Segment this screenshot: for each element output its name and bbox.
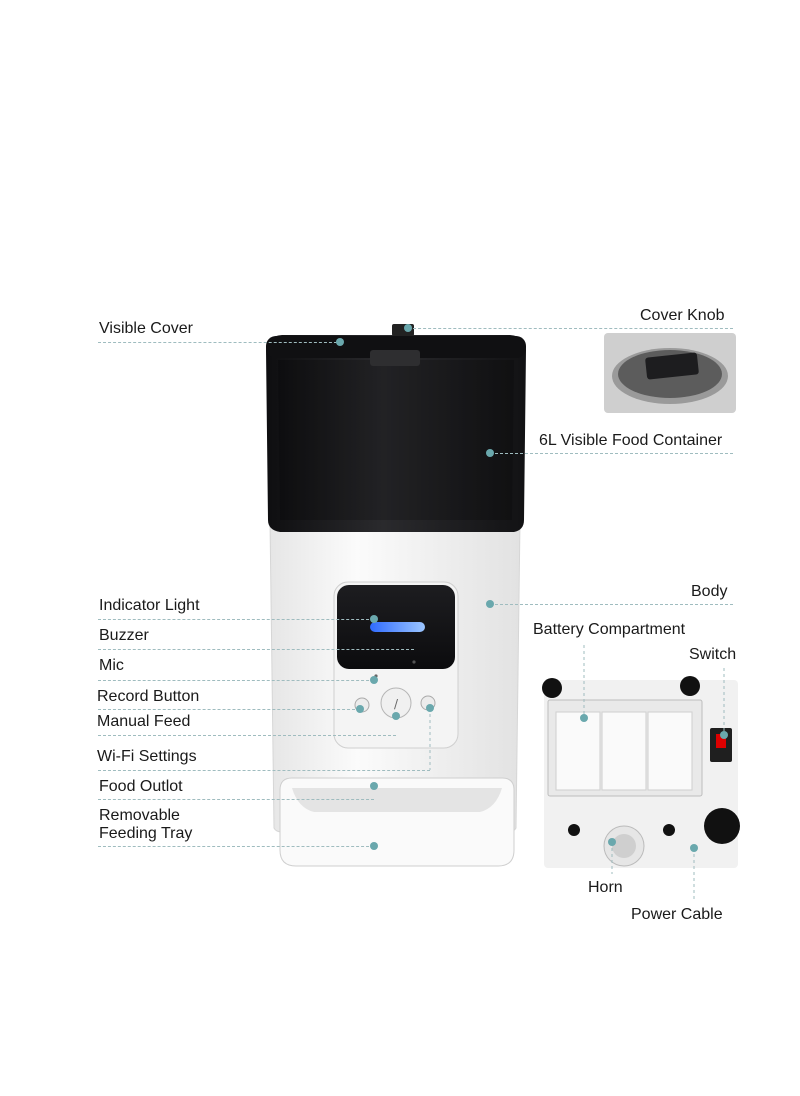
food-outlet-leader [98,799,374,800]
body-leader [490,604,733,605]
record-button-leader [98,709,360,710]
food-container-dot [486,449,494,457]
svg-text:/: / [394,697,399,711]
label-visible-cover: Visible Cover [99,320,193,337]
label-food-outlet: Food Outlot [99,778,183,795]
visible-cover-dot [336,338,344,346]
body-dot [486,600,494,608]
cover-knob-inset [604,333,736,413]
feeding-tray-leader [98,846,374,847]
label-indicator-light: Indicator Light [99,597,200,614]
label-wifi-settings: Wi-Fi Settings [97,748,197,765]
label-buzzer: Buzzer [99,627,149,644]
control-panel: / [333,581,459,749]
label-manual-feed: Manual Feed [97,713,191,730]
cover-knob-dot [404,324,412,332]
indicator-light-leader [98,619,374,620]
label-mic: Mic [99,657,124,674]
label-body: Body [691,583,728,600]
switch-dot [720,731,728,739]
wifi-settings-dot [426,704,434,712]
food-container-leader [490,453,733,454]
horn-dot [608,838,616,846]
food-container [266,335,526,532]
food-outlet-dot [370,782,378,790]
visible-cover-leader [98,342,342,343]
label-horn: Horn [588,879,623,896]
label-switch: Switch [689,646,737,663]
feeding-tray [279,777,515,867]
indicator-light-dot [370,615,378,623]
label-cover-knob: Cover Knob [640,307,725,324]
mic-dot [370,676,378,684]
cover-knob-leader [408,328,733,329]
label-battery-compartment: Battery Compartment [533,621,686,638]
manual-feed-dot [392,712,400,720]
buzzer-leader [98,649,414,650]
label-record-button: Record Button [97,688,200,705]
label-feeding-tray: Removable Feeding Tray [99,807,193,842]
mic-leader [98,680,374,681]
manual-feed-leader [98,735,396,736]
feeding-tray-dot [370,842,378,850]
label-power-cable: Power Cable [631,906,723,923]
label-food-container: 6L Visible Food Container [539,432,723,449]
wifi-settings-leader [98,770,430,771]
record-button-dot [356,705,364,713]
power-cable-dot [690,844,698,852]
battery-compartment-inset [542,676,740,868]
battery-compartment-dot [580,714,588,722]
